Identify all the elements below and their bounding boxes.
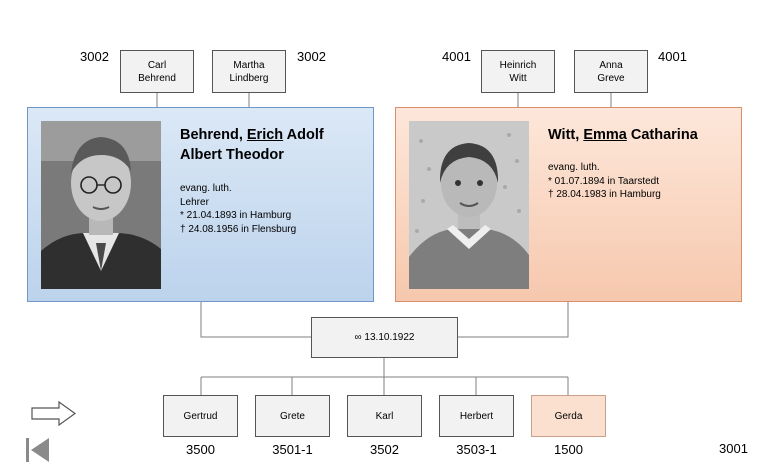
wife-name: Witt, Emma Catharina	[548, 125, 698, 145]
father-of-wife-box[interactable]: Heinrich Witt	[481, 50, 555, 93]
grandparents-id-right: 3002	[297, 49, 326, 64]
father-of-husband-box[interactable]: Carl Behrend	[120, 50, 194, 93]
child-name: Grete	[279, 410, 305, 422]
child-name: Gerda	[554, 410, 583, 422]
wife-details: evang. luth. * 01.07.1894 in Taarstedt †…	[548, 161, 661, 202]
child-name: Gertrud	[183, 410, 218, 422]
child-id: 3502	[370, 442, 399, 457]
right-arrow-icon[interactable]	[31, 400, 77, 427]
skip-to-start-icon[interactable]	[25, 437, 51, 463]
wife-callname: Emma	[583, 127, 627, 143]
page-id: 3001	[719, 441, 748, 456]
grandparents-wife-id-left: 4001	[442, 49, 471, 64]
husband-birth: * 21.04.1893 in Hamburg	[180, 210, 292, 221]
child-box-karl[interactable]: Karl	[347, 395, 422, 437]
mother-of-husband-first: Martha	[233, 59, 265, 71]
child-id: 3501-1	[272, 442, 313, 457]
husband-name: Behrend, Erich Adolf Albert Theodor	[180, 125, 324, 165]
husband-card[interactable]: Behrend, Erich Adolf Albert Theodor evan…	[27, 107, 374, 302]
wife-name-rest: Catharina	[630, 127, 698, 143]
husband-photo	[41, 121, 161, 289]
child-id: 3503-1	[456, 442, 497, 457]
husband-religion: evang. luth.	[180, 183, 232, 194]
marriage-box[interactable]: ∞ 13.10.1922	[311, 317, 458, 358]
child-box-grete[interactable]: Grete	[255, 395, 330, 437]
child-name: Herbert	[459, 410, 494, 422]
mother-of-wife-last: Greve	[597, 72, 625, 84]
husband-surname: Behrend,	[180, 127, 243, 143]
grandparents-id-left: 3002	[80, 49, 109, 64]
child-box-gerda[interactable]: Gerda	[531, 395, 606, 437]
father-of-husband-first: Carl	[147, 59, 167, 71]
wife-card[interactable]: Witt, Emma Catharina evang. luth. * 01.0…	[395, 107, 742, 302]
mother-of-husband-box[interactable]: Martha Lindberg	[212, 50, 286, 93]
child-id: 1500	[554, 442, 583, 457]
father-of-wife-first: Heinrich	[499, 59, 537, 71]
child-box-herbert[interactable]: Herbert	[439, 395, 514, 437]
father-of-husband-last: Behrend	[138, 72, 176, 84]
husband-details: evang. luth. Lehrer * 21.04.1893 in Hamb…	[180, 182, 296, 236]
wife-surname: Witt,	[548, 127, 580, 143]
child-name: Karl	[375, 410, 394, 422]
marriage-label: ∞ 13.10.1922	[354, 332, 415, 343]
wife-death: † 28.04.1983 in Hamburg	[548, 189, 661, 200]
child-id: 3500	[186, 442, 215, 457]
grandparents-wife-id-right: 4001	[658, 49, 687, 64]
mother-of-wife-box[interactable]: Anna Greve	[574, 50, 648, 93]
husband-name-rest: Adolf	[286, 127, 324, 143]
wife-birth: * 01.07.1894 in Taarstedt	[548, 175, 660, 187]
mother-of-husband-last: Lindberg	[229, 72, 269, 84]
husband-name-line2: Albert Theodor	[180, 147, 284, 163]
husband-occupation: Lehrer	[180, 196, 209, 208]
mother-of-wife-first: Anna	[599, 59, 623, 71]
father-of-wife-last: Witt	[509, 72, 527, 84]
husband-callname: Erich	[246, 127, 284, 143]
wife-religion: evang. luth.	[548, 162, 600, 173]
husband-death: † 24.08.1956 in Flensburg	[180, 223, 297, 235]
child-box-gertrud[interactable]: Gertrud	[163, 395, 238, 437]
wife-photo	[409, 121, 529, 289]
